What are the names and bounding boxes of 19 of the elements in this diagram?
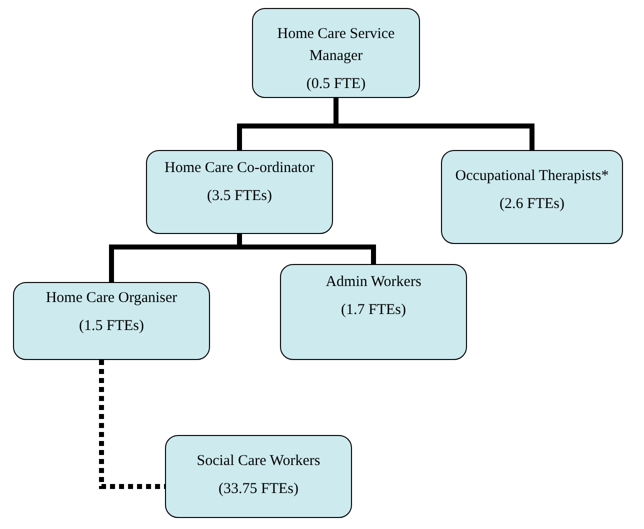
fte-count: (1.5 FTEs)	[79, 317, 144, 336]
dotted-connector	[99, 360, 165, 489]
role-title: Social Care Workers	[196, 452, 320, 471]
role-title: Home Care Co-ordinator	[164, 159, 314, 178]
role-title: Occupational Therapists*	[455, 167, 609, 186]
role-box	[146, 150, 333, 234]
fte-count: (2.6 FTEs)	[500, 195, 564, 214]
role-title: Home Care Service Manager	[276, 25, 396, 66]
fte-count: (1.7 FTEs)	[341, 301, 406, 320]
role-box	[280, 264, 467, 360]
role-box	[165, 435, 352, 518]
fte-count: (33.75 FTEs)	[218, 480, 298, 499]
role-box	[252, 8, 420, 98]
role-title: Admin Workers	[326, 273, 422, 292]
role-title: Home Care Organiser	[46, 289, 178, 308]
role-box	[13, 282, 210, 360]
role-box	[441, 150, 623, 244]
fte-count: (0.5 FTE)	[306, 75, 366, 94]
fte-count: (3.5 FTEs)	[207, 187, 272, 206]
